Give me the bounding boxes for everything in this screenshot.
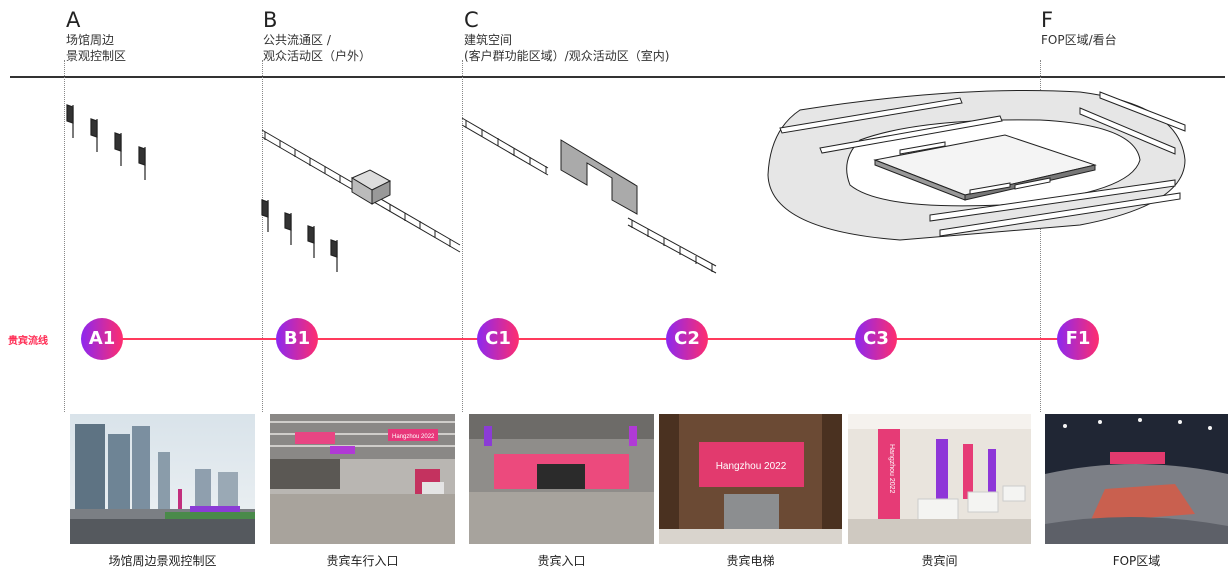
zone-divider-f [1040, 60, 1041, 412]
vip-flow-line [102, 338, 1077, 340]
sign-text: Hangzhou 2022 [392, 434, 435, 440]
flow-node-c3[interactable]: C3 [855, 318, 897, 360]
gate-icon [350, 169, 392, 205]
zone-desc-line1: 场馆周边 [66, 33, 115, 47]
zone-b-header: B 公共流通区 / 观众活动区（户外） [263, 8, 371, 64]
zone-f-header: F FOP区域/看台 [1041, 8, 1117, 48]
zone-desc-line2: (客户群功能区域）/观众活动区（室内) [464, 49, 670, 63]
photo-vip-entrance [469, 414, 654, 544]
flagpole-icons [261, 199, 338, 272]
zone-c-header: C 建筑空间 (客户群功能区域）/观众活动区（室内) [464, 8, 669, 64]
photo-caption: 场馆周边景观控制区 [108, 554, 217, 568]
zone-illustrations [66, 89, 1186, 274]
photo-caption: 贵宾电梯 [726, 554, 775, 568]
zone-desc-line1: FOP区域/看台 [1041, 33, 1117, 47]
photo-landscape [70, 414, 255, 544]
zone-divider-c [462, 60, 463, 412]
flow-node-b1[interactable]: B1 [276, 318, 318, 360]
flow-node-c1[interactable]: C1 [477, 318, 519, 360]
zone-divider-b [262, 60, 263, 412]
zone-divider-a [64, 60, 65, 412]
photo-vip-elevator: Hangzhou 2022 [659, 414, 842, 544]
fence-icon [461, 117, 717, 274]
photo-vip-car-entrance: Hangzhou 2022 [270, 414, 455, 544]
flagpole-icons [66, 104, 146, 180]
zone-desc-line1: 公共流通区 / [263, 33, 331, 47]
zone-letter: A [66, 8, 81, 32]
zone-letter: B [263, 8, 278, 32]
flow-node-a1[interactable]: A1 [81, 318, 123, 360]
photo-caption: 贵宾入口 [537, 554, 586, 568]
screen-text: Hangzhou 2022 [716, 461, 787, 472]
stadium-icon [767, 89, 1186, 241]
photo-fop-area [1045, 414, 1228, 544]
header-divider [10, 76, 1225, 78]
photo-caption: FOP区域 [1112, 554, 1161, 568]
photo-caption: 贵宾间 [921, 554, 958, 568]
photo-vip-room: Hangzhou 2022 [848, 414, 1031, 544]
entrance-wall-icon [560, 139, 638, 215]
zone-desc-line1: 建筑空间 [464, 33, 513, 47]
zone-a-header: A 场馆周边 景观控制区 [66, 8, 126, 64]
zone-letter: C [464, 8, 479, 32]
vip-flow-label: 贵宾流线 [8, 336, 48, 347]
photo-caption: 贵宾车行入口 [326, 554, 399, 568]
zone-letter: F [1041, 8, 1054, 32]
banner-text: Hangzhou 2022 [888, 444, 895, 494]
flow-node-c2[interactable]: C2 [666, 318, 708, 360]
zone-desc-line2: 景观控制区 [66, 49, 127, 63]
zone-desc-line2: 观众活动区（户外） [263, 49, 372, 63]
flow-node-f1[interactable]: F1 [1057, 318, 1099, 360]
